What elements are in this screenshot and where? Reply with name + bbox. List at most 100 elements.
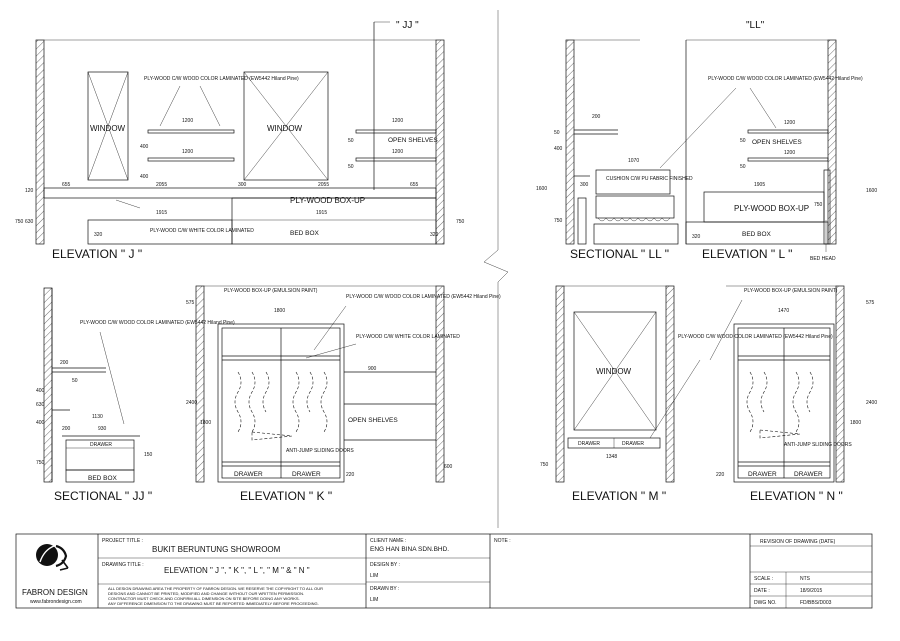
dimension-label: 630 <box>36 402 45 408</box>
dimension-label: 1200 <box>392 149 403 155</box>
project-title-value: BUKIT BERUNTUNG SHOWROOM <box>152 545 281 554</box>
dimension-label: 2400 <box>186 400 197 406</box>
elevation-title: ELEVATION " J " <box>52 247 142 261</box>
dimension-label: 1348 <box>606 454 617 460</box>
dimension-label: 1200 <box>392 118 403 124</box>
dimension-label: 750 <box>814 202 823 208</box>
dimension-label: 655 <box>62 182 71 188</box>
sectional-jj: DRAWER BED BOX PLY-WOOD C/W WOOD COLOR L… <box>36 287 235 503</box>
date-value: 18/9/2015 <box>800 588 822 594</box>
dimension-label: 1800 <box>274 308 285 314</box>
bed-box-label: BED BOX <box>88 475 118 482</box>
sectional-ll: CUSHION C/W PU FABRIC FINISHED 200 400 3… <box>536 20 765 261</box>
section-marker: " JJ " <box>396 20 419 31</box>
note: PLY-WOOD C/W WHITE COLOR LAMINATED <box>356 334 460 340</box>
dimension-label: 300 <box>238 182 247 188</box>
dimension-label: 1200 <box>182 149 193 155</box>
open-shelves-label: OPEN SHELVES <box>752 139 802 146</box>
note: PLY-WOOD C/W WOOD COLOR LAMINATED (EW544… <box>708 76 863 82</box>
dimension-label: 320 <box>692 234 701 240</box>
elevation-j: WINDOW WINDOW 1200 1200 1200 1200 OPEN S… <box>15 20 465 261</box>
dimension-label: 50 <box>554 130 560 136</box>
dimension-label: 220 <box>716 472 725 478</box>
window-label: WINDOW <box>267 124 303 133</box>
dimension-label: 400 <box>554 146 563 152</box>
dimension-label: 1905 <box>754 182 765 188</box>
box-up-label: PLY-WOOD BOX-UP <box>290 196 365 205</box>
dimension-label: 200 <box>60 360 69 366</box>
client-value: ENG HAN BINA SDN.BHD. <box>370 546 449 553</box>
open-shelves-label: OPEN SHELVES <box>388 137 438 144</box>
hanging-clothes <box>234 371 328 441</box>
elevation-title: ELEVATION " L " <box>702 247 792 261</box>
disclaimer-line: ALL DESIGN DRAWING AREA THE PROPERTY OF … <box>108 586 323 591</box>
note: PLY-WOOD BOX-UP (EMULSION PAINT) <box>744 288 838 294</box>
note: PLY-WOOD C/W WOOD COLOR LAMINATED (EW544… <box>80 320 235 326</box>
dimension-label: 50 <box>348 138 354 144</box>
drawn-by-value: LIM <box>370 597 378 603</box>
dimension-label: 1070 <box>628 158 639 164</box>
elevation-title: SECTIONAL " LL " <box>570 247 669 261</box>
section-marker: "LL" <box>746 20 765 31</box>
disclaimer-line: DESIGNS AND CANNOT BE PRINTED, MODIFIED … <box>108 591 304 596</box>
elevation-l: OPEN SHELVES 1200 1200 50 50 PLY-WOOD C/… <box>659 39 877 262</box>
dimension-label: 600 <box>444 464 453 470</box>
drawer-label: DRAWER <box>292 471 321 478</box>
scale-label: SCALE : <box>754 576 773 582</box>
disclaimer-line: CONTRACTOR MUST CHECK AND CONFIRM ALL DI… <box>108 596 300 601</box>
elevation-m: WINDOW DRAWER DRAWER 1348 750 PLY-WOOD C… <box>540 285 833 503</box>
date-label: DATE : <box>754 588 770 594</box>
dimension-label: 750 <box>540 462 549 468</box>
dimension-label: 575 <box>866 300 875 306</box>
dimension-label: 750 <box>456 219 465 225</box>
dimension-label: 1130 <box>92 414 103 420</box>
dimension-label: 1600 <box>866 188 877 194</box>
dimension-label: 655 <box>410 182 419 188</box>
drawer-label: DRAWER <box>748 471 777 478</box>
dimension-label: 220 <box>346 472 355 478</box>
drawing-title-value: ELEVATION " J ", " K ", " L ", " M " & "… <box>164 566 310 575</box>
dimension-label: 200 <box>592 114 601 120</box>
dimension-label: 400 <box>140 174 149 180</box>
dimension-label: 50 <box>740 164 746 170</box>
dimension-label: 320 <box>430 232 439 238</box>
scale-value: NTS <box>800 576 811 582</box>
dimension-label: 2055 <box>318 182 329 188</box>
company-website: www.fabrondesign.com <box>30 599 82 605</box>
drawer-label: DRAWER <box>622 441 644 447</box>
elevation-n: DRAWER DRAWER PLY-WOOD BOX-UP (EMULSION … <box>716 285 877 503</box>
drawer-label: DRAWER <box>90 442 112 448</box>
design-by-label: DESIGN BY : <box>370 562 400 568</box>
window-label: WINDOW <box>596 367 632 376</box>
dimension-label: 1200 <box>784 150 795 156</box>
note: PLY-WOOD C/W WHITE COLOR LAMINATED <box>150 228 254 234</box>
dimension-label: 750 <box>554 218 563 224</box>
note: ANTI-JUMP SLIDING DOORS <box>286 448 354 454</box>
dimension-label: 120 <box>25 188 34 194</box>
dimension-label: 1800 <box>200 420 211 426</box>
dimension-label: 2400 <box>866 400 877 406</box>
dimension-label: 400 <box>36 388 45 394</box>
drawer-label: DRAWER <box>578 441 600 447</box>
note-label: NOTE : <box>494 538 511 544</box>
title-block <box>15 533 873 609</box>
elevation-title: ELEVATION " K " <box>240 489 332 503</box>
dimension-label: 630 <box>25 219 34 225</box>
company-name: FABRON DESIGN <box>22 588 88 597</box>
bed-head-label: BED HEAD <box>810 256 836 262</box>
dimension-label: 400 <box>140 144 149 150</box>
drawing-title-label: DRAWING TITLE : <box>102 562 144 568</box>
dimension-label: 50 <box>740 138 746 144</box>
dimension-label: 1200 <box>784 120 795 126</box>
dwg-no-label: DWG NO. <box>754 600 777 606</box>
dimension-label: 50 <box>348 164 354 170</box>
drawn-by-label: DRAWN BY : <box>370 586 399 592</box>
revision-label: REVISION OF DRAWING (DATE) <box>760 539 836 545</box>
elevation-k: DRAWER DRAWER OPEN SHELVES PLY-WOOD BOX-… <box>186 285 501 503</box>
dimension-label: 150 <box>144 452 153 458</box>
dimension-label: 1800 <box>850 420 861 426</box>
dimension-label: 930 <box>98 426 107 432</box>
note: PLY-WOOD BOX-UP (EMULSION PAINT) <box>224 288 318 294</box>
elevation-title: SECTIONAL " JJ " <box>54 489 152 503</box>
